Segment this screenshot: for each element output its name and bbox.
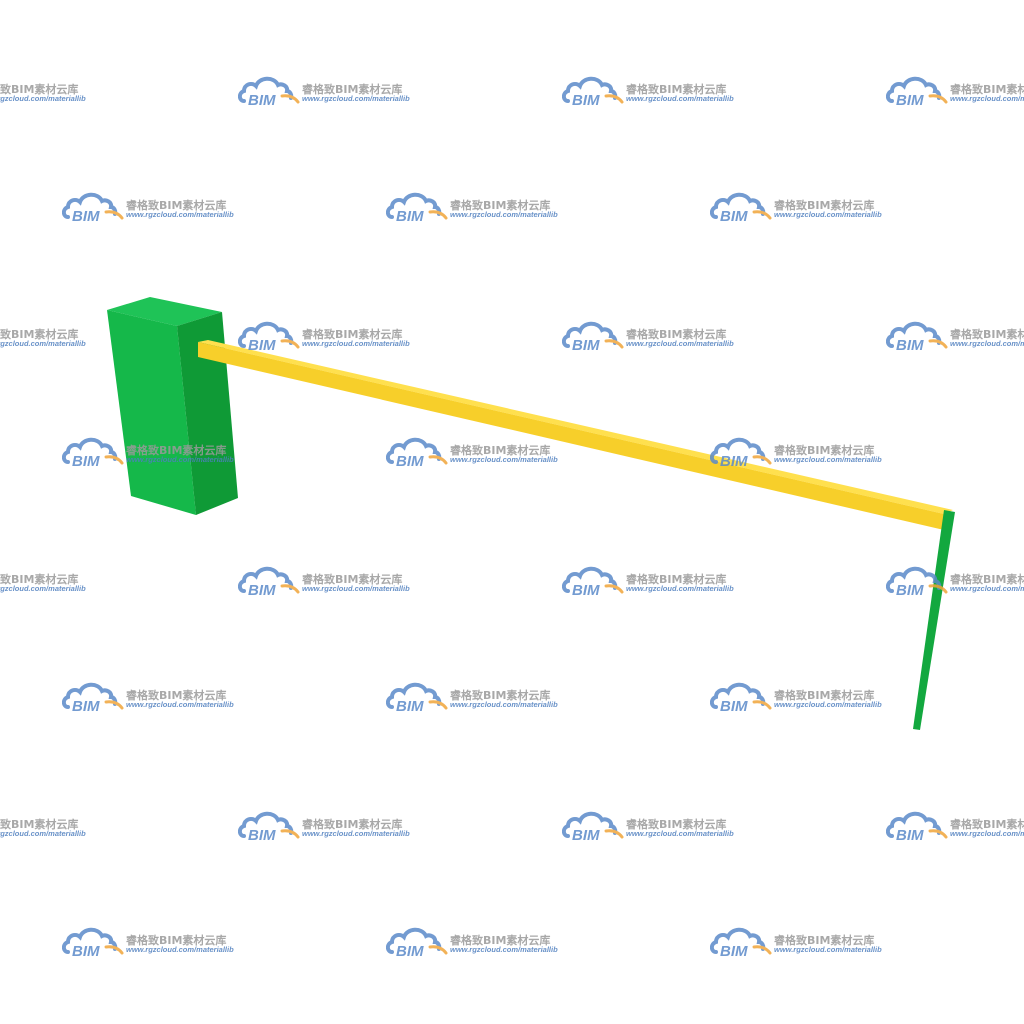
barrier-arm: [198, 340, 953, 530]
gate-post-top: [107, 297, 222, 326]
barrier-arm-front: [198, 342, 944, 530]
support-leg-rod: [913, 510, 955, 730]
gate-post-side: [177, 312, 238, 515]
gate-post: [107, 297, 238, 515]
barrier-arm-top: [198, 340, 953, 514]
gate-post-front: [107, 310, 196, 515]
support-leg: [913, 510, 955, 730]
